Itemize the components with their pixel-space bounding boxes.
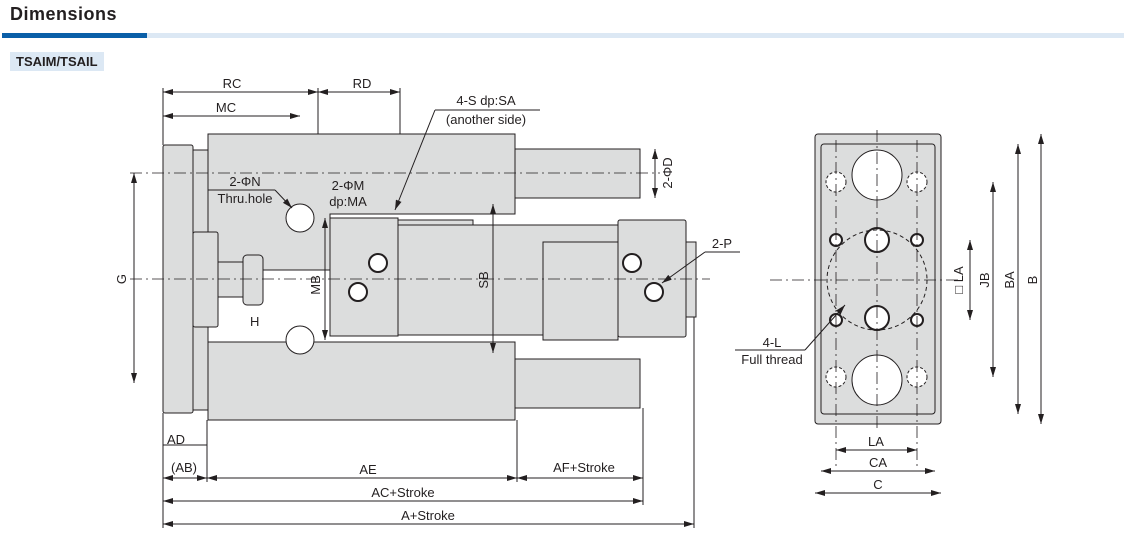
dim-D: 2-ΦD <box>660 157 675 188</box>
body-lower <box>207 341 516 421</box>
lower-rod <box>514 358 641 409</box>
dim-N: 2-ΦN <box>229 174 260 189</box>
dim-M: 2-ΦM <box>332 178 365 193</box>
dim-G: G <box>114 274 129 284</box>
dim-RC: RC <box>223 76 242 91</box>
title-rule-accent <box>2 33 147 38</box>
rail-right <box>542 241 619 341</box>
stopper <box>192 231 219 328</box>
dim-S: 4-S dp:SA <box>456 93 516 108</box>
dim-H: H <box>250 314 259 329</box>
section-title: Dimensions <box>10 4 118 24</box>
dim-L: 4-L <box>763 335 782 350</box>
dim-RD: RD <box>353 76 372 91</box>
dim-CA: CA <box>869 455 887 470</box>
slide-left <box>329 217 399 337</box>
dim-SB: SB <box>476 271 491 288</box>
dim-L-note: Full thread <box>741 352 802 367</box>
title-rule <box>147 33 1124 38</box>
dim-B: B <box>1025 276 1040 285</box>
dim-A: A+Stroke <box>401 508 455 523</box>
dim-P: 2-P <box>712 236 732 251</box>
dim-C: C <box>873 477 882 492</box>
dim-AD: AD <box>167 432 185 447</box>
dim-AE: AE <box>359 462 377 477</box>
side-view <box>162 133 942 425</box>
dim-LA: LA <box>868 434 884 449</box>
model-label: TSAIM/TSAIL <box>10 52 104 71</box>
nut <box>242 254 264 306</box>
dimension-lines <box>131 88 1044 528</box>
dim-MC: MC <box>216 100 236 115</box>
dim-M-note: dp:MA <box>329 194 367 209</box>
dim-S-note: (another side) <box>446 112 526 127</box>
slide-right <box>617 219 687 338</box>
centerlines <box>130 130 960 470</box>
dim-AC: AC+Stroke <box>371 485 434 500</box>
dim-N-note: Thru.hole <box>218 191 273 206</box>
dim-JB: JB <box>977 272 992 287</box>
dim-LA-square: □ LA <box>951 266 966 294</box>
dim-MB: MB <box>308 275 323 295</box>
slide-end <box>685 241 697 318</box>
dim-AF: AF+Stroke <box>553 460 615 475</box>
dim-AB: (AB) <box>171 460 197 475</box>
dim-BA: BA <box>1002 271 1017 289</box>
bolt <box>217 261 244 298</box>
upper-rod <box>514 148 641 199</box>
